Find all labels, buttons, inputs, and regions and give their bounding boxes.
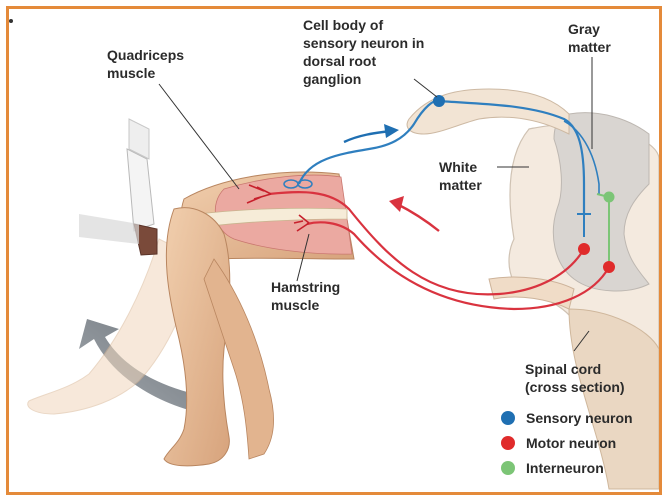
reflex-hammer bbox=[79, 119, 157, 255]
legend-label-sensory: Sensory neuron bbox=[526, 410, 633, 426]
sensory-neuron-cell-body bbox=[433, 95, 445, 107]
interneuron-cell-body bbox=[604, 192, 615, 203]
label-white-matter: White matter bbox=[439, 158, 482, 194]
label-quadriceps-muscle: Quadriceps muscle bbox=[107, 46, 184, 82]
legend-item-sensory: Sensory neuron bbox=[501, 405, 633, 430]
label-gray-matter: Gray matter bbox=[568, 20, 611, 56]
legend-swatch-motor bbox=[501, 436, 515, 450]
label-sensory-cell-body: Cell body of sensory neuron in dorsal ro… bbox=[303, 16, 424, 88]
label-hamstring-muscle: Hamstring muscle bbox=[271, 278, 340, 314]
motor-neuron-cell-body-1 bbox=[578, 243, 590, 255]
diagram-frame: Quadriceps muscle Cell body of sensory n… bbox=[6, 6, 662, 495]
label-spinal-cord: Spinal cord (cross section) bbox=[525, 360, 625, 396]
legend-label-motor: Motor neuron bbox=[526, 435, 616, 451]
legend-swatch-interneuron bbox=[501, 461, 515, 475]
lower-leg bbox=[164, 208, 230, 466]
leader-quadriceps bbox=[159, 84, 239, 189]
motor-direction-arrow bbox=[389, 196, 439, 231]
legend-swatch-sensory bbox=[501, 411, 515, 425]
sensory-direction-arrow bbox=[344, 124, 399, 142]
legend: Sensory neuron Motor neuron Interneuron bbox=[501, 405, 633, 480]
legend-label-interneuron: Interneuron bbox=[526, 460, 604, 476]
motor-neuron-cell-body-2 bbox=[603, 261, 615, 273]
legend-item-interneuron: Interneuron bbox=[501, 455, 633, 480]
legend-item-motor: Motor neuron bbox=[501, 430, 633, 455]
